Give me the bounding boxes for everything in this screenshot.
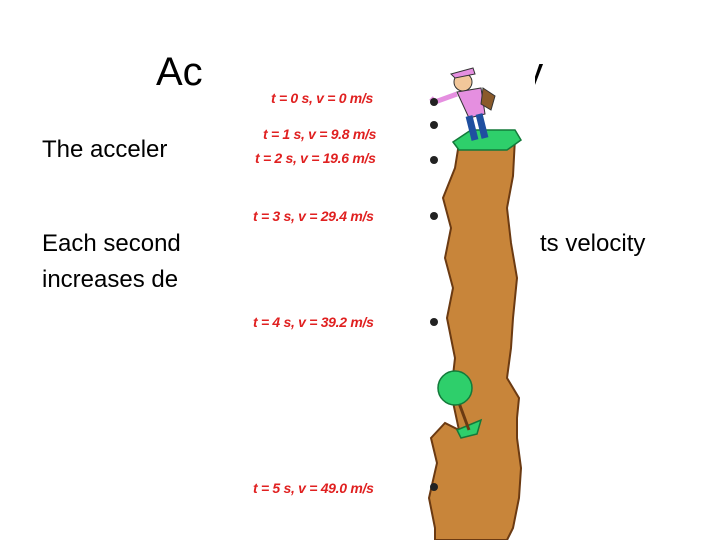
free-fall-figure: t = 0 s, v = 0 m/s t = 1 s, v = 9.8 m/s … — [245, 58, 535, 540]
ball-t4 — [430, 318, 438, 326]
label-t0: t = 0 s, v = 0 m/s — [271, 90, 373, 106]
label-t4: t = 4 s, v = 39.2 m/s — [253, 314, 374, 330]
tree-crown — [438, 371, 472, 405]
label-t5: t = 5 s, v = 49.0 m/s — [253, 480, 374, 496]
label-t1: t = 1 s, v = 9.8 m/s — [263, 126, 376, 142]
label-t3: t = 3 s, v = 29.4 m/s — [253, 208, 374, 224]
cliff-shape — [429, 138, 521, 540]
ball-t0 — [430, 98, 438, 106]
ball-t2 — [430, 156, 438, 164]
slide-title-left: Ac — [156, 44, 203, 100]
ball-t1 — [430, 121, 438, 129]
body-line-each-second: Each second — [42, 228, 181, 260]
body-line-increases: increases de — [42, 264, 178, 296]
ball-t3 — [430, 212, 438, 220]
label-t2: t = 2 s, v = 19.6 m/s — [255, 150, 376, 166]
person-figure — [431, 68, 495, 140]
body-line-velocity: ts velocity — [540, 228, 645, 260]
ball-t5 — [430, 483, 438, 491]
body-line-acceleration: The acceler — [42, 134, 167, 166]
